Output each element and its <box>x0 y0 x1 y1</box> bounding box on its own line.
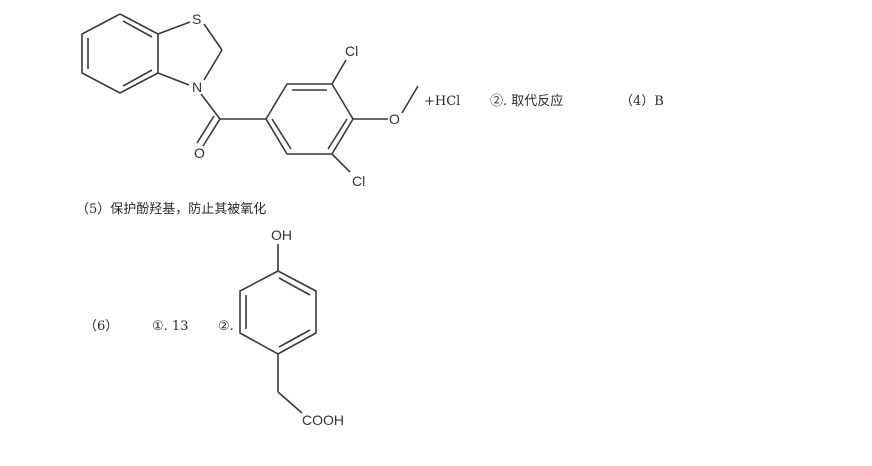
question-6-part-2: ②. <box>218 319 234 334</box>
question-6-part-1: ①. 13 <box>152 319 189 334</box>
carbonyl-oxygen-label: O <box>194 145 205 161</box>
sulfur-atom-label: S <box>192 11 202 27</box>
chlorine-bottom-label: Cl <box>352 173 366 189</box>
carboxyl-label: COOH <box>302 412 344 428</box>
reaction-type-answer: ②. 取代反应 <box>490 94 564 109</box>
ether-oxygen-label: O <box>389 111 400 127</box>
chlorine-top-label: Cl <box>345 43 359 59</box>
nitrogen-atom-label: N <box>192 79 203 95</box>
question-5-answer: （5）保护酚羟基，防止其被氧化 <box>76 202 267 217</box>
hydroxyl-label: OH <box>271 227 292 243</box>
question-4-answer: （4）B <box>620 94 664 109</box>
hcl-byproduct: +HCl <box>424 94 461 109</box>
question-6-label: （6） <box>84 319 119 334</box>
